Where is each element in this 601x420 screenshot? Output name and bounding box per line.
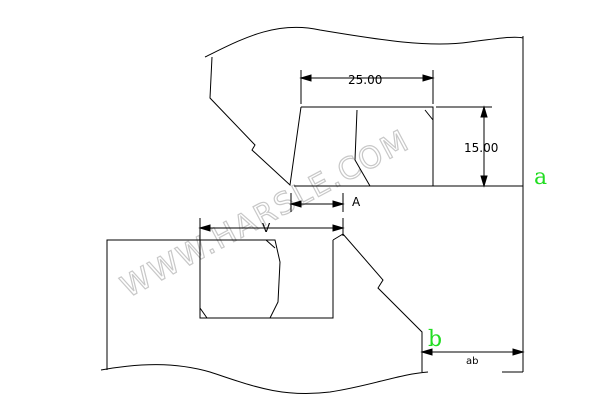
dim-ab-label: ab (466, 356, 478, 367)
marker-a: a (534, 165, 547, 190)
dim-a-arrow-left (289, 200, 302, 208)
dim-width-arrow-right (422, 74, 435, 82)
dim-a-label: A (352, 195, 361, 209)
watermark-text: WWW.HARSLE.COM (115, 123, 415, 305)
dim-width-arrow-left (299, 74, 312, 82)
marker-b: b (428, 327, 442, 352)
dim-a-arrow-right (332, 200, 345, 208)
dim-width-label: 25.00 (348, 73, 382, 87)
dim-v-arrow-left (198, 224, 211, 232)
lower-die-cavity-chamfers (199, 239, 281, 319)
drawing-lines (100, 26, 525, 395)
lower-break-curve (100, 364, 429, 395)
dim-ab-arrow-left (420, 348, 433, 356)
lower-die-outline (106, 239, 200, 370)
upper-die-cavity (354, 109, 434, 187)
dim-height-arrow-top (480, 105, 488, 118)
upper-punch-outline (209, 56, 302, 187)
dim-height-arrow-bottom (480, 175, 488, 188)
upper-break-curve (204, 26, 524, 58)
lower-die-cavity (199, 240, 334, 319)
dim-v-label: V (262, 221, 271, 235)
lower-v-right-flank (332, 233, 423, 372)
dim-height-label: 15.00 (464, 141, 498, 155)
dim-ab-arrow-right (512, 348, 525, 356)
dim-v-arrow-right (332, 224, 345, 232)
